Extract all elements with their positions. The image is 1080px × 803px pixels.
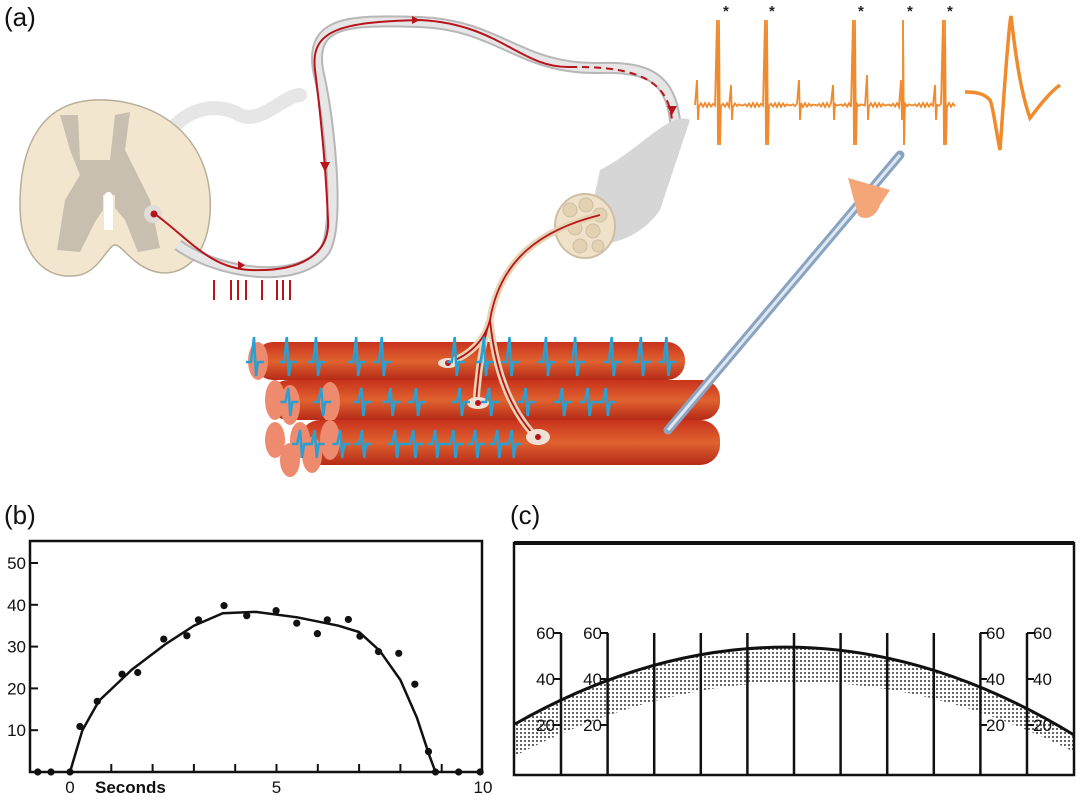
c-tick-label: 40	[986, 670, 1005, 689]
needle-electrode	[663, 150, 905, 435]
c-tick-label: 20	[583, 716, 602, 735]
action-potential-spike	[280, 387, 299, 417]
action-potential-spike	[579, 387, 598, 417]
action-potential-spike	[408, 387, 427, 417]
action-potential-spike	[451, 387, 470, 417]
c-tick-label: 60	[1033, 624, 1052, 643]
panel-c-label: (c)	[510, 500, 541, 530]
panel-a-label: (a)	[4, 2, 36, 32]
action-potential-spike	[475, 336, 494, 377]
motor-axon	[154, 18, 571, 272]
action-potential-spike	[467, 429, 486, 459]
action-potential-spike	[353, 387, 372, 417]
action-potential-spike	[278, 336, 297, 377]
action-potential-spike	[308, 336, 327, 377]
motor-unit-illustration: * * * * *	[19, 3, 1062, 477]
action-potential-spike	[292, 429, 311, 459]
c-tick-label: 60	[583, 624, 602, 643]
action-potential-spike	[405, 429, 424, 459]
action-potential-spike	[427, 429, 446, 459]
action-potential-spike	[632, 336, 651, 377]
action-potential-spike	[567, 336, 586, 377]
spike-marker-asterisk: *	[947, 3, 953, 20]
action-potential-spike	[597, 387, 616, 417]
action-potential-spike	[354, 429, 373, 459]
c-tick-label: 40	[1033, 670, 1052, 689]
motor-unit-potential-template	[964, 15, 1062, 151]
c-tick-label: 60	[986, 624, 1005, 643]
action-potential-spike	[517, 387, 536, 417]
c-tick-label: 20	[1033, 716, 1052, 735]
action-potential-spike	[603, 336, 622, 377]
action-potential-spike	[658, 336, 677, 377]
spike-marker-asterisk: *	[858, 3, 864, 20]
action-potential-spike	[481, 387, 500, 417]
axon-branches	[438, 211, 601, 445]
emg-trace	[694, 19, 956, 146]
c-tick-label: 20	[536, 716, 555, 735]
spinal-cord-cross-section	[19, 99, 211, 277]
action-potential-spike	[306, 429, 325, 459]
action-potential-spike	[503, 429, 522, 459]
action-potential-spike	[348, 336, 367, 377]
c-tick-label: 40	[536, 670, 555, 689]
panel-b-label: (b)	[4, 500, 36, 530]
action-potential-spike	[446, 336, 465, 377]
action-potential-spike	[373, 336, 392, 377]
action-potential-spike	[489, 429, 508, 459]
action-potential-spike	[538, 336, 556, 377]
spike-marker-asterisk: *	[723, 3, 729, 20]
action-potential-spike	[501, 336, 520, 377]
dorsal-root	[158, 88, 307, 147]
action-potential-spike	[554, 387, 573, 417]
action-potential-spike	[387, 429, 405, 459]
c-tick-label: 40	[583, 670, 602, 689]
action-potential-spike	[313, 387, 332, 417]
needle-hub	[848, 178, 890, 218]
action-potential-spike	[382, 387, 401, 417]
c-tick-label: 20	[986, 716, 1005, 735]
spike-marker-asterisk: *	[769, 3, 775, 20]
action-potential-spike	[332, 429, 351, 459]
c-tick-label: 60	[536, 624, 555, 643]
spike-marker-asterisk: *	[907, 3, 913, 20]
action-potential-spike	[246, 336, 264, 377]
impulse-train	[213, 280, 291, 300]
muscle-action-potentials	[246, 336, 677, 459]
action-potential-spike	[445, 429, 464, 459]
